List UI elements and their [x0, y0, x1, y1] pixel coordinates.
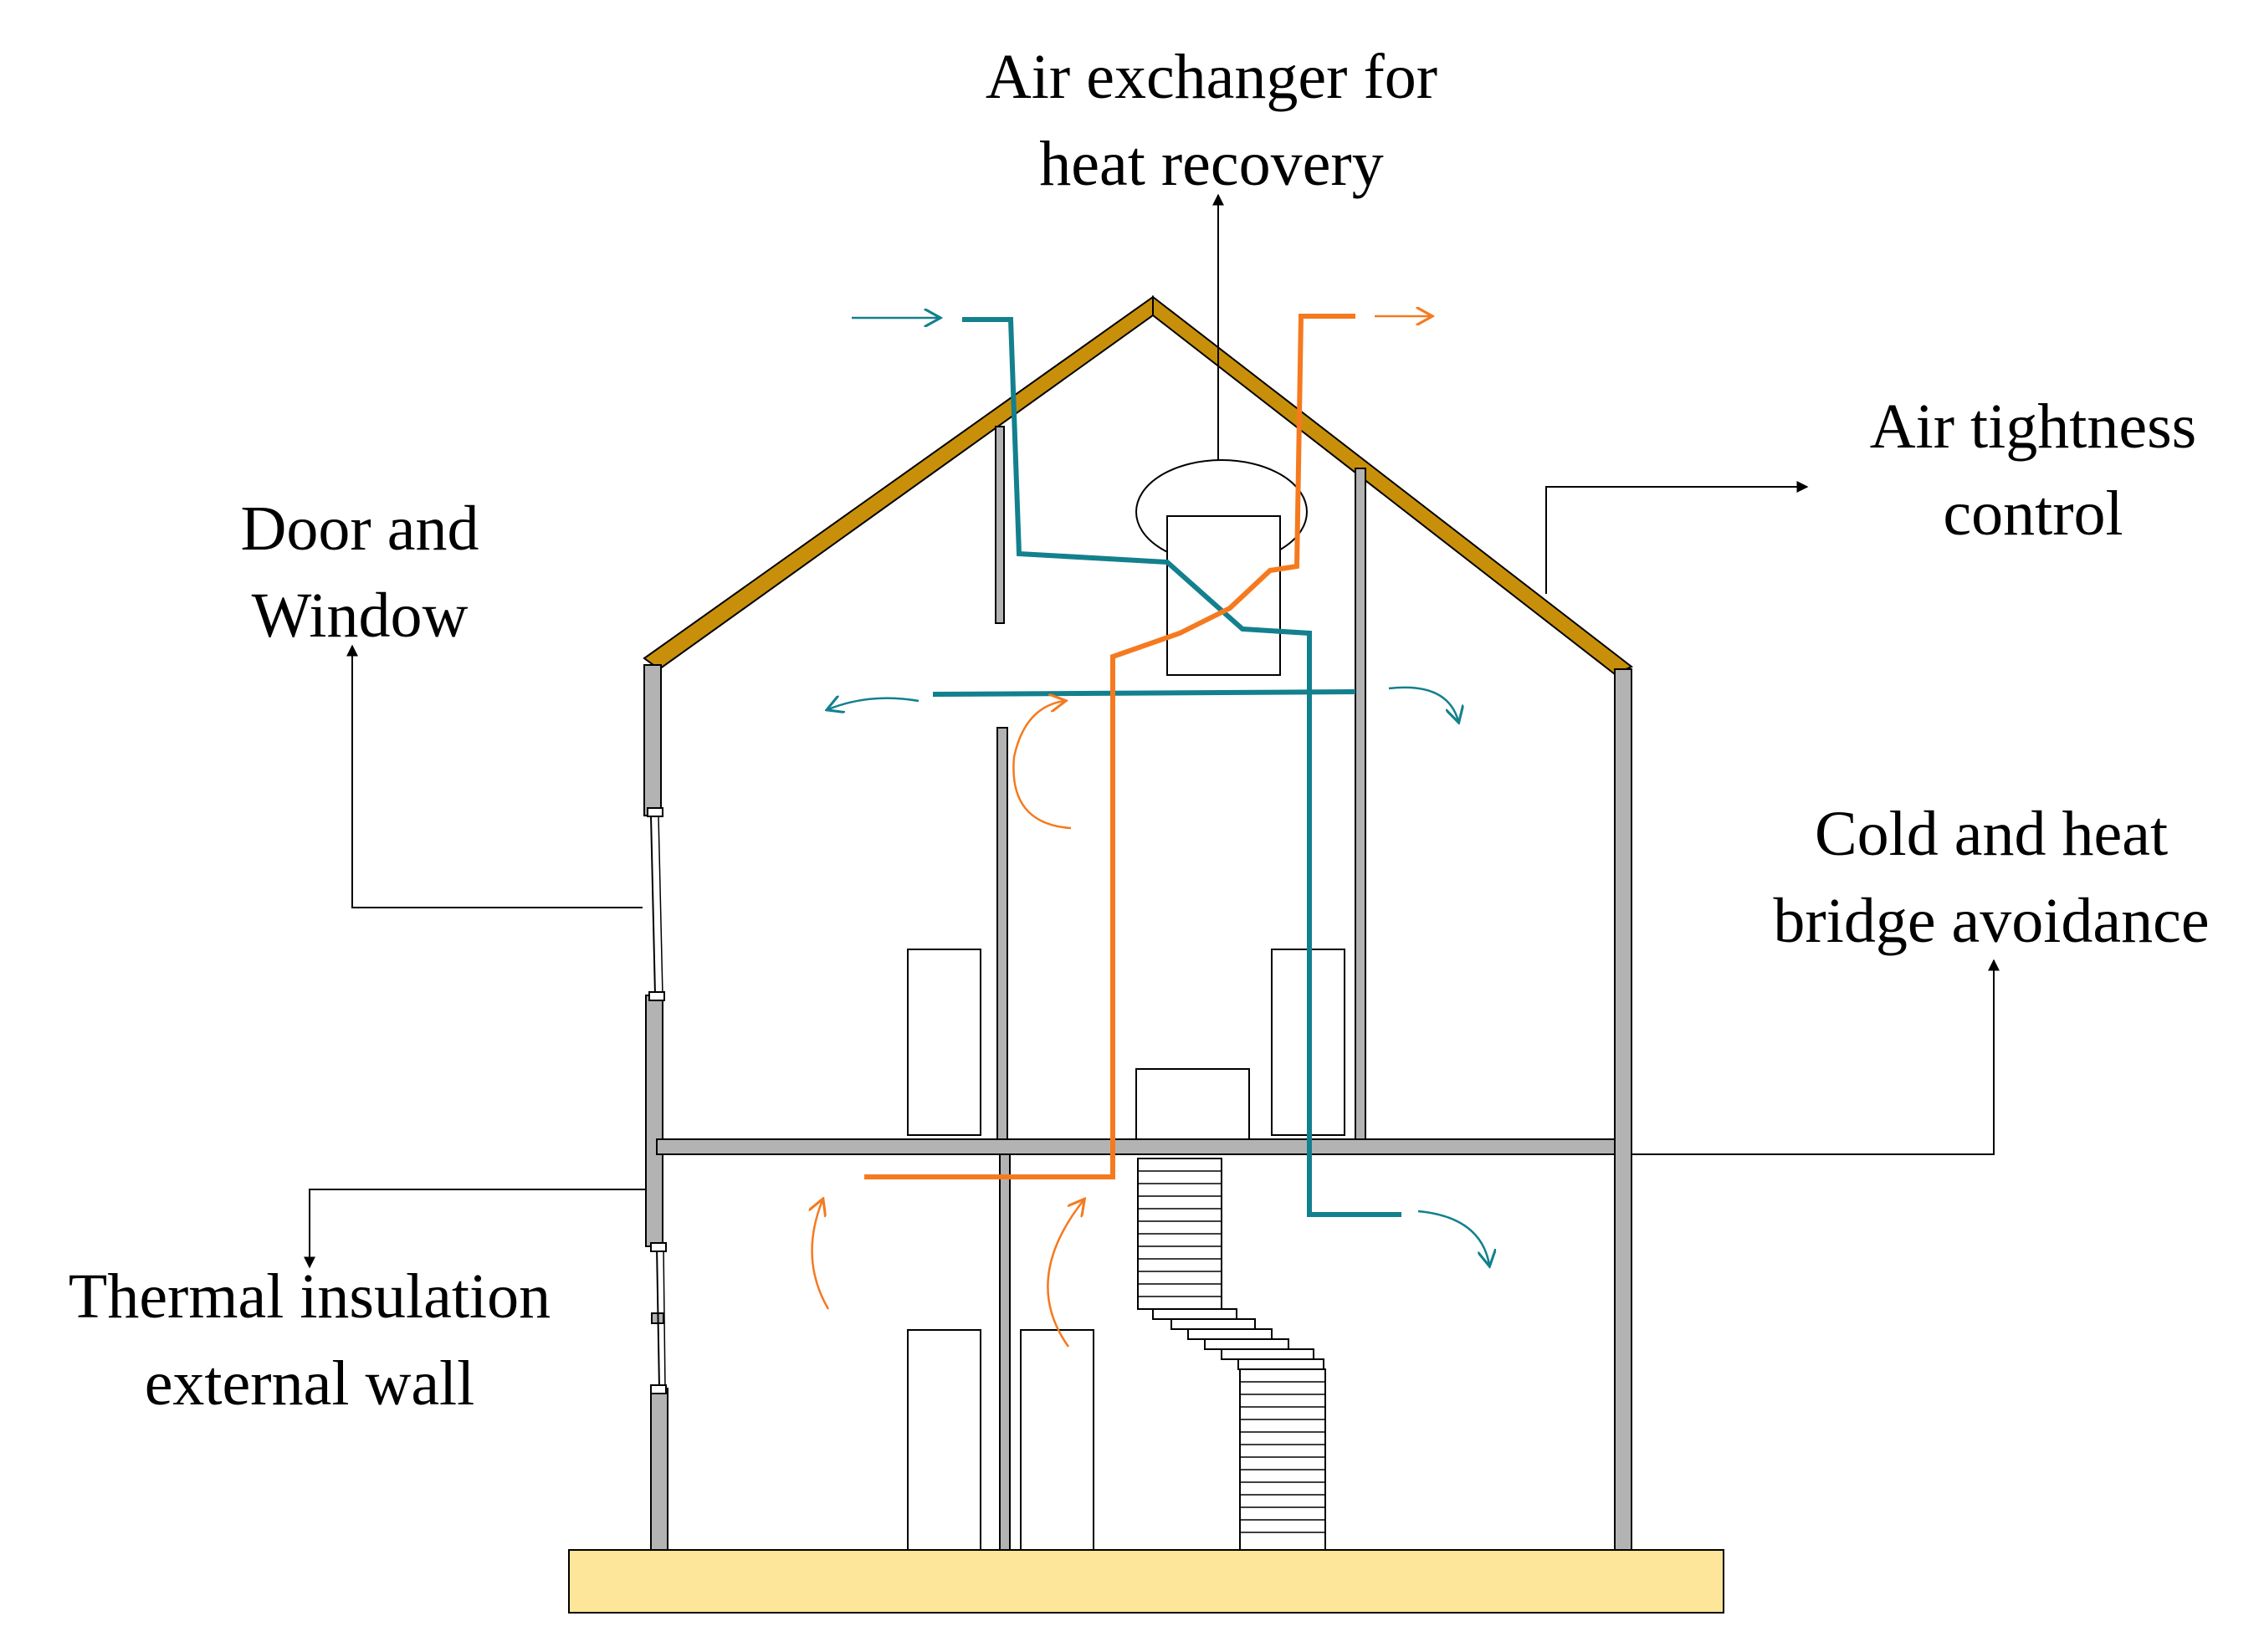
label-air-exchanger-line1: Air exchanger for	[985, 42, 1438, 112]
roof-left	[643, 295, 1154, 671]
label-cold-heat-bridge-line1: Cold and heat	[1814, 799, 2169, 869]
partition-lower-left	[999, 1153, 1011, 1551]
label-thermal-insulation-line1: Thermal insulation	[68, 1261, 551, 1332]
supply-arrow-lower-right	[1417, 1210, 1489, 1265]
air-exchanger-unit	[1166, 515, 1281, 676]
label-thermal-insulation: Thermal insulation external wall	[17, 1253, 602, 1427]
label-door-window: Door and Window	[142, 485, 577, 659]
label-thermal-insulation-line2: external wall	[144, 1348, 475, 1419]
supply-arrow-upper-left	[828, 698, 919, 709]
leader-air-tightness	[1545, 481, 1809, 594]
leader-cold-heat-bridge	[1632, 959, 2000, 1155]
stair-opening-box	[1135, 1068, 1250, 1140]
extract-arrow-lower-right	[1047, 1200, 1083, 1348]
callout-leaders	[304, 193, 2000, 1269]
extract-arrow-lower-left	[812, 1200, 830, 1310]
door-lower-right	[1020, 1329, 1094, 1551]
supply-air-duct	[932, 317, 1401, 1217]
label-door-window-line2: Window	[251, 581, 469, 651]
leader-door-window	[346, 644, 643, 908]
left-wall-lower	[650, 1388, 668, 1551]
partition-upper-right	[1355, 468, 1366, 1140]
label-air-exchanger-line2: heat recovery	[1039, 129, 1384, 199]
label-door-window-line1: Door and	[240, 494, 479, 564]
ground-slab	[568, 1549, 1724, 1614]
door-lower-left	[907, 1329, 981, 1551]
partition-upper-left	[996, 727, 1008, 1140]
label-air-tightness-line2: control	[1943, 478, 2123, 549]
leader-thermal-insulation	[304, 1189, 646, 1269]
supply-arrow-upper-right	[1388, 686, 1458, 721]
door-upper-left	[907, 949, 981, 1136]
label-air-tightness-line1: Air tightness	[1869, 391, 2197, 462]
floor-slab	[656, 1138, 1616, 1155]
left-wall-middle	[645, 995, 663, 1247]
house-structure	[643, 426, 1632, 1551]
label-air-exchanger: Air exchanger for heat recovery	[894, 33, 1529, 207]
label-cold-heat-bridge: Cold and heat bridge avoidance	[1707, 790, 2259, 964]
label-cold-heat-bridge-line2: bridge avoidance	[1773, 886, 2210, 956]
spiral-staircase	[1137, 1158, 1326, 1551]
right-external-wall	[1614, 668, 1632, 1551]
partition-attic-left	[995, 426, 1005, 624]
left-wall-upper	[643, 664, 662, 816]
extract-arrow-upper	[1012, 701, 1072, 830]
exhaust-air-duct	[864, 314, 1355, 1179]
label-air-tightness: Air tightness control	[1790, 383, 2259, 557]
